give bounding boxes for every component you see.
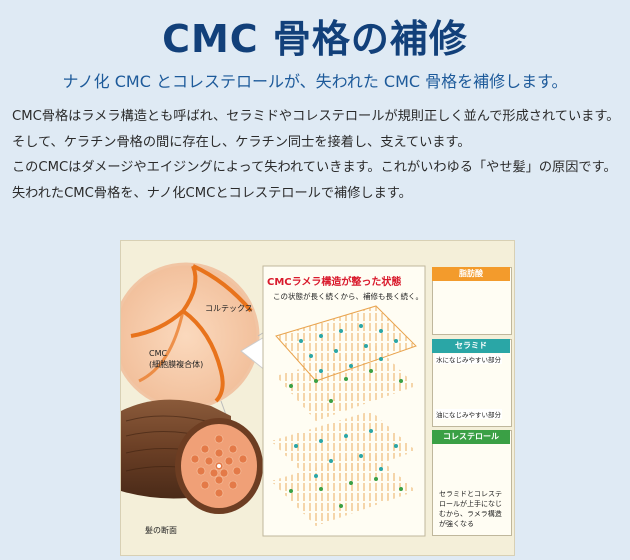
legend-cholesterol-head: コレステロール [432,430,510,444]
hydrophilic-tag: 水になじみやすい部分 [435,354,502,364]
paragraph-1: CMC骨格はラメラ構造とも呼ばれ、セラミドやコレステロールが規則正しく並んで形成… [12,109,620,150]
lipophilic-tag: 油になじみやすい部分 [435,409,502,419]
body-text: CMC骨格はラメラ構造とも呼ばれ、セラミドやコレステロールが規則正しく並んで形成… [12,104,622,206]
page-subtitle: ナノ化 CMC とコレステロールが、失われた CMC 骨格を補修します。 [62,72,568,91]
cmc-sub-label: (細胞膜複合体) [149,360,204,369]
cortex-label: コルテックス [205,304,253,313]
cmc-label: CMC [149,349,168,358]
magnified-circle [121,262,260,410]
legend-ceramide-head: セラミド [432,339,510,353]
page-title: CMC 骨格の補修 [162,17,468,61]
paragraph-2: このCMCはダメージやエイジングによって失われていきます。これがいわゆる「やせ髪… [12,160,617,201]
legend-fatty-acid-head: 脂肪酸 [432,267,510,281]
legend-cholesterol [432,430,512,536]
panel-subtitle: この状態が長く続くから、補修も長く続く。 [273,292,423,301]
cross-section-label: 髪の断面 [145,526,177,535]
lamella-lower [271,411,416,526]
cmc-figure: コルテックス CMC (細胞膜複合体) 髪の断面 CMCラメラ構造が整った状態 … [120,240,515,556]
lamella-upper [275,305,417,421]
panel-title: CMCラメラ構造が整った状態 [267,277,402,288]
cholesterol-note: セラミドとコレステロールが上手になじむから、ラメラ構造が強くなる [439,490,502,528]
